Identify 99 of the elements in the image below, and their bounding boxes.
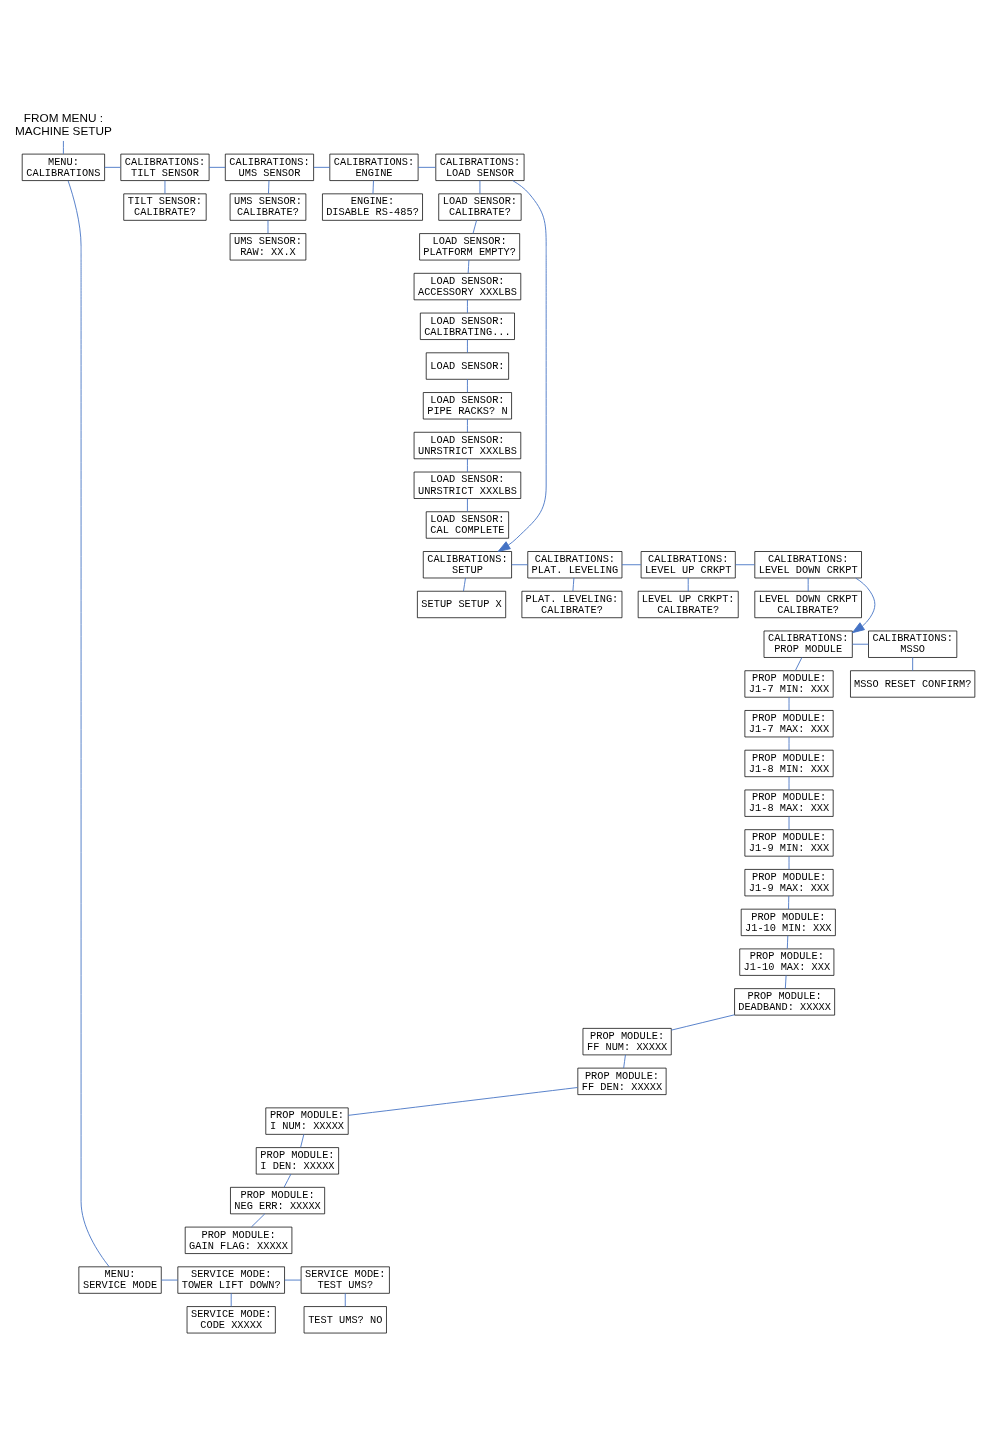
node-box: LOAD SENSOR: UNRSTRICT XXXLBS (413, 431, 522, 460)
connector (160, 1279, 179, 1281)
node-box: PROP MODULE: J1-7 MAX: XXX (744, 710, 834, 738)
node-box: LOAD SENSOR: ACCESSORY XXXLBS (413, 272, 522, 301)
connector (786, 935, 789, 950)
connector (788, 895, 790, 910)
connector (208, 166, 226, 168)
connector (912, 657, 914, 671)
connector (467, 378, 468, 393)
node-box: CALIBRATIONS: PLAT. LEVELING (527, 551, 623, 579)
node-box: UMS SENSOR: RAW: XX.X (229, 233, 307, 261)
connector (621, 564, 642, 566)
node-box: CALIBRATIONS: TILT SENSOR (120, 153, 210, 181)
connector (788, 776, 790, 791)
connector (788, 816, 790, 830)
connector (623, 1054, 626, 1069)
node-box: LOAD SENSOR: PLATFORM EMPTY? (419, 233, 521, 261)
connector (164, 180, 166, 195)
connector (511, 564, 529, 566)
node-box: PROP MODULE: J1-8 MAX: XXX (744, 789, 834, 817)
node-box: SERVICE MODE: CODE XXXXX (186, 1306, 276, 1334)
node-box: PROP MODULE: J1-10 MAX: XXX (739, 948, 835, 976)
connector (687, 577, 689, 592)
connector (788, 855, 790, 870)
node-box: PROP MODULE: J1-7 MIN: XXX (744, 670, 834, 698)
arrow (852, 577, 876, 634)
arrow (497, 180, 547, 552)
node-box: LOAD SENSOR: PIPE RACKS? N (422, 392, 512, 420)
connector (788, 696, 790, 711)
connector (784, 974, 787, 989)
node-box: CALIBRATIONS: LOAD SENSOR (435, 153, 525, 181)
connector (794, 657, 803, 671)
node-box: SERVICE MODE: TOWER LIFT DOWN? (177, 1266, 285, 1294)
node-box: CALIBRATIONS: ENGINE (329, 153, 419, 181)
node-box: PROP MODULE: J1-9 MAX: XXX (744, 869, 834, 897)
connector (463, 577, 466, 592)
node-box: UMS SENSOR: CALIBRATE? (229, 193, 307, 221)
connector (467, 259, 470, 274)
connector (62, 140, 64, 155)
node-box: PROP MODULE: J1-10 MIN: XXX (740, 908, 836, 937)
node-box: PLAT. LEVELING: CALIBRATE? (521, 590, 623, 619)
node-box: CALIBRATIONS: PROP MODULE (763, 630, 853, 658)
connector (283, 1173, 292, 1188)
connector (788, 736, 790, 751)
node-box: CALIBRATIONS: LEVEL UP CRKPT (640, 551, 736, 579)
node-box: LOAD SENSOR: CAL COMPLETE (425, 511, 509, 539)
node-box: ENGINE: DISABLE RS-485? (322, 193, 423, 221)
node-box: PROP MODULE: J1-9 MIN: XXX (744, 829, 834, 857)
connector (852, 643, 869, 645)
connector (104, 166, 122, 168)
node-box: LOAD SENSOR: (425, 352, 509, 380)
node-box: SERVICE MODE: TEST UMS? (300, 1266, 390, 1294)
node-box: PROP MODULE: FF DEN: XXXXX (577, 1067, 667, 1095)
connector (268, 180, 270, 195)
node-box: CALIBRATIONS: MSSO (868, 630, 958, 658)
node-box: PROP MODULE: NEG ERR: XXXXX (230, 1186, 326, 1215)
connector (230, 1292, 232, 1307)
node-box: PROP MODULE: FF NUM: XXXXX (582, 1028, 672, 1056)
node-box: LOAD SENSOR: CALIBRATE? (438, 193, 522, 221)
node-box: MENU: SERVICE MODE (78, 1266, 162, 1294)
connector (417, 166, 437, 168)
connector (467, 498, 468, 512)
connector (372, 180, 374, 195)
connector (467, 418, 468, 433)
connector (300, 1133, 305, 1148)
node-box: LOAD SENSOR: CALIBRATING... (419, 312, 515, 340)
node-box: PROP MODULE: J1-8 MIN: XXX (744, 749, 834, 778)
node-box: CALIBRATIONS: LEVEL DOWN CRKPT (754, 551, 862, 579)
node-box: LOAD SENSOR: UNRSTRICT XXXLBS (413, 471, 522, 499)
connector (472, 219, 477, 234)
connector (67, 180, 110, 1268)
node-box: CALIBRATIONS: SETUP (422, 551, 512, 579)
node-box: CALIBRATIONS: UMS SENSOR (224, 153, 314, 181)
node-box: TEST UMS? NO (303, 1306, 387, 1334)
node-text: FROM MENU : MACHINE SETUP (15, 110, 112, 137)
connector (807, 577, 809, 592)
connector (671, 1014, 735, 1031)
connector (467, 299, 468, 314)
node-box: MSSO RESET CONFIRM? (850, 670, 976, 698)
node-box: TILT SENSOR: CALIBRATE? (123, 193, 207, 221)
connector (313, 166, 331, 168)
connector (467, 339, 468, 354)
node-box: LEVEL UP CRKPT: CALIBRATE? (637, 590, 739, 619)
node-box: PROP MODULE: GAIN FLAG: XXXXX (184, 1226, 293, 1254)
connector (467, 458, 468, 473)
node-box: PROP MODULE: I DEN: XXXXX (255, 1147, 339, 1175)
connector (347, 1087, 578, 1116)
connector (251, 1213, 266, 1228)
connector (479, 180, 481, 195)
connector (735, 564, 755, 566)
node-box: PROP MODULE: DEADBAND: XXXXX (734, 988, 835, 1016)
connector (344, 1292, 346, 1307)
connector (572, 577, 575, 592)
connector (267, 219, 269, 234)
node-box: LEVEL DOWN CRKPT CALIBRATE? (754, 590, 862, 619)
node-box: PROP MODULE: I NUM: XXXXX (265, 1107, 349, 1135)
node-box: SETUP SETUP X (417, 590, 507, 619)
connector (284, 1279, 302, 1281)
node-box: MENU: CALIBRATIONS (21, 153, 105, 181)
